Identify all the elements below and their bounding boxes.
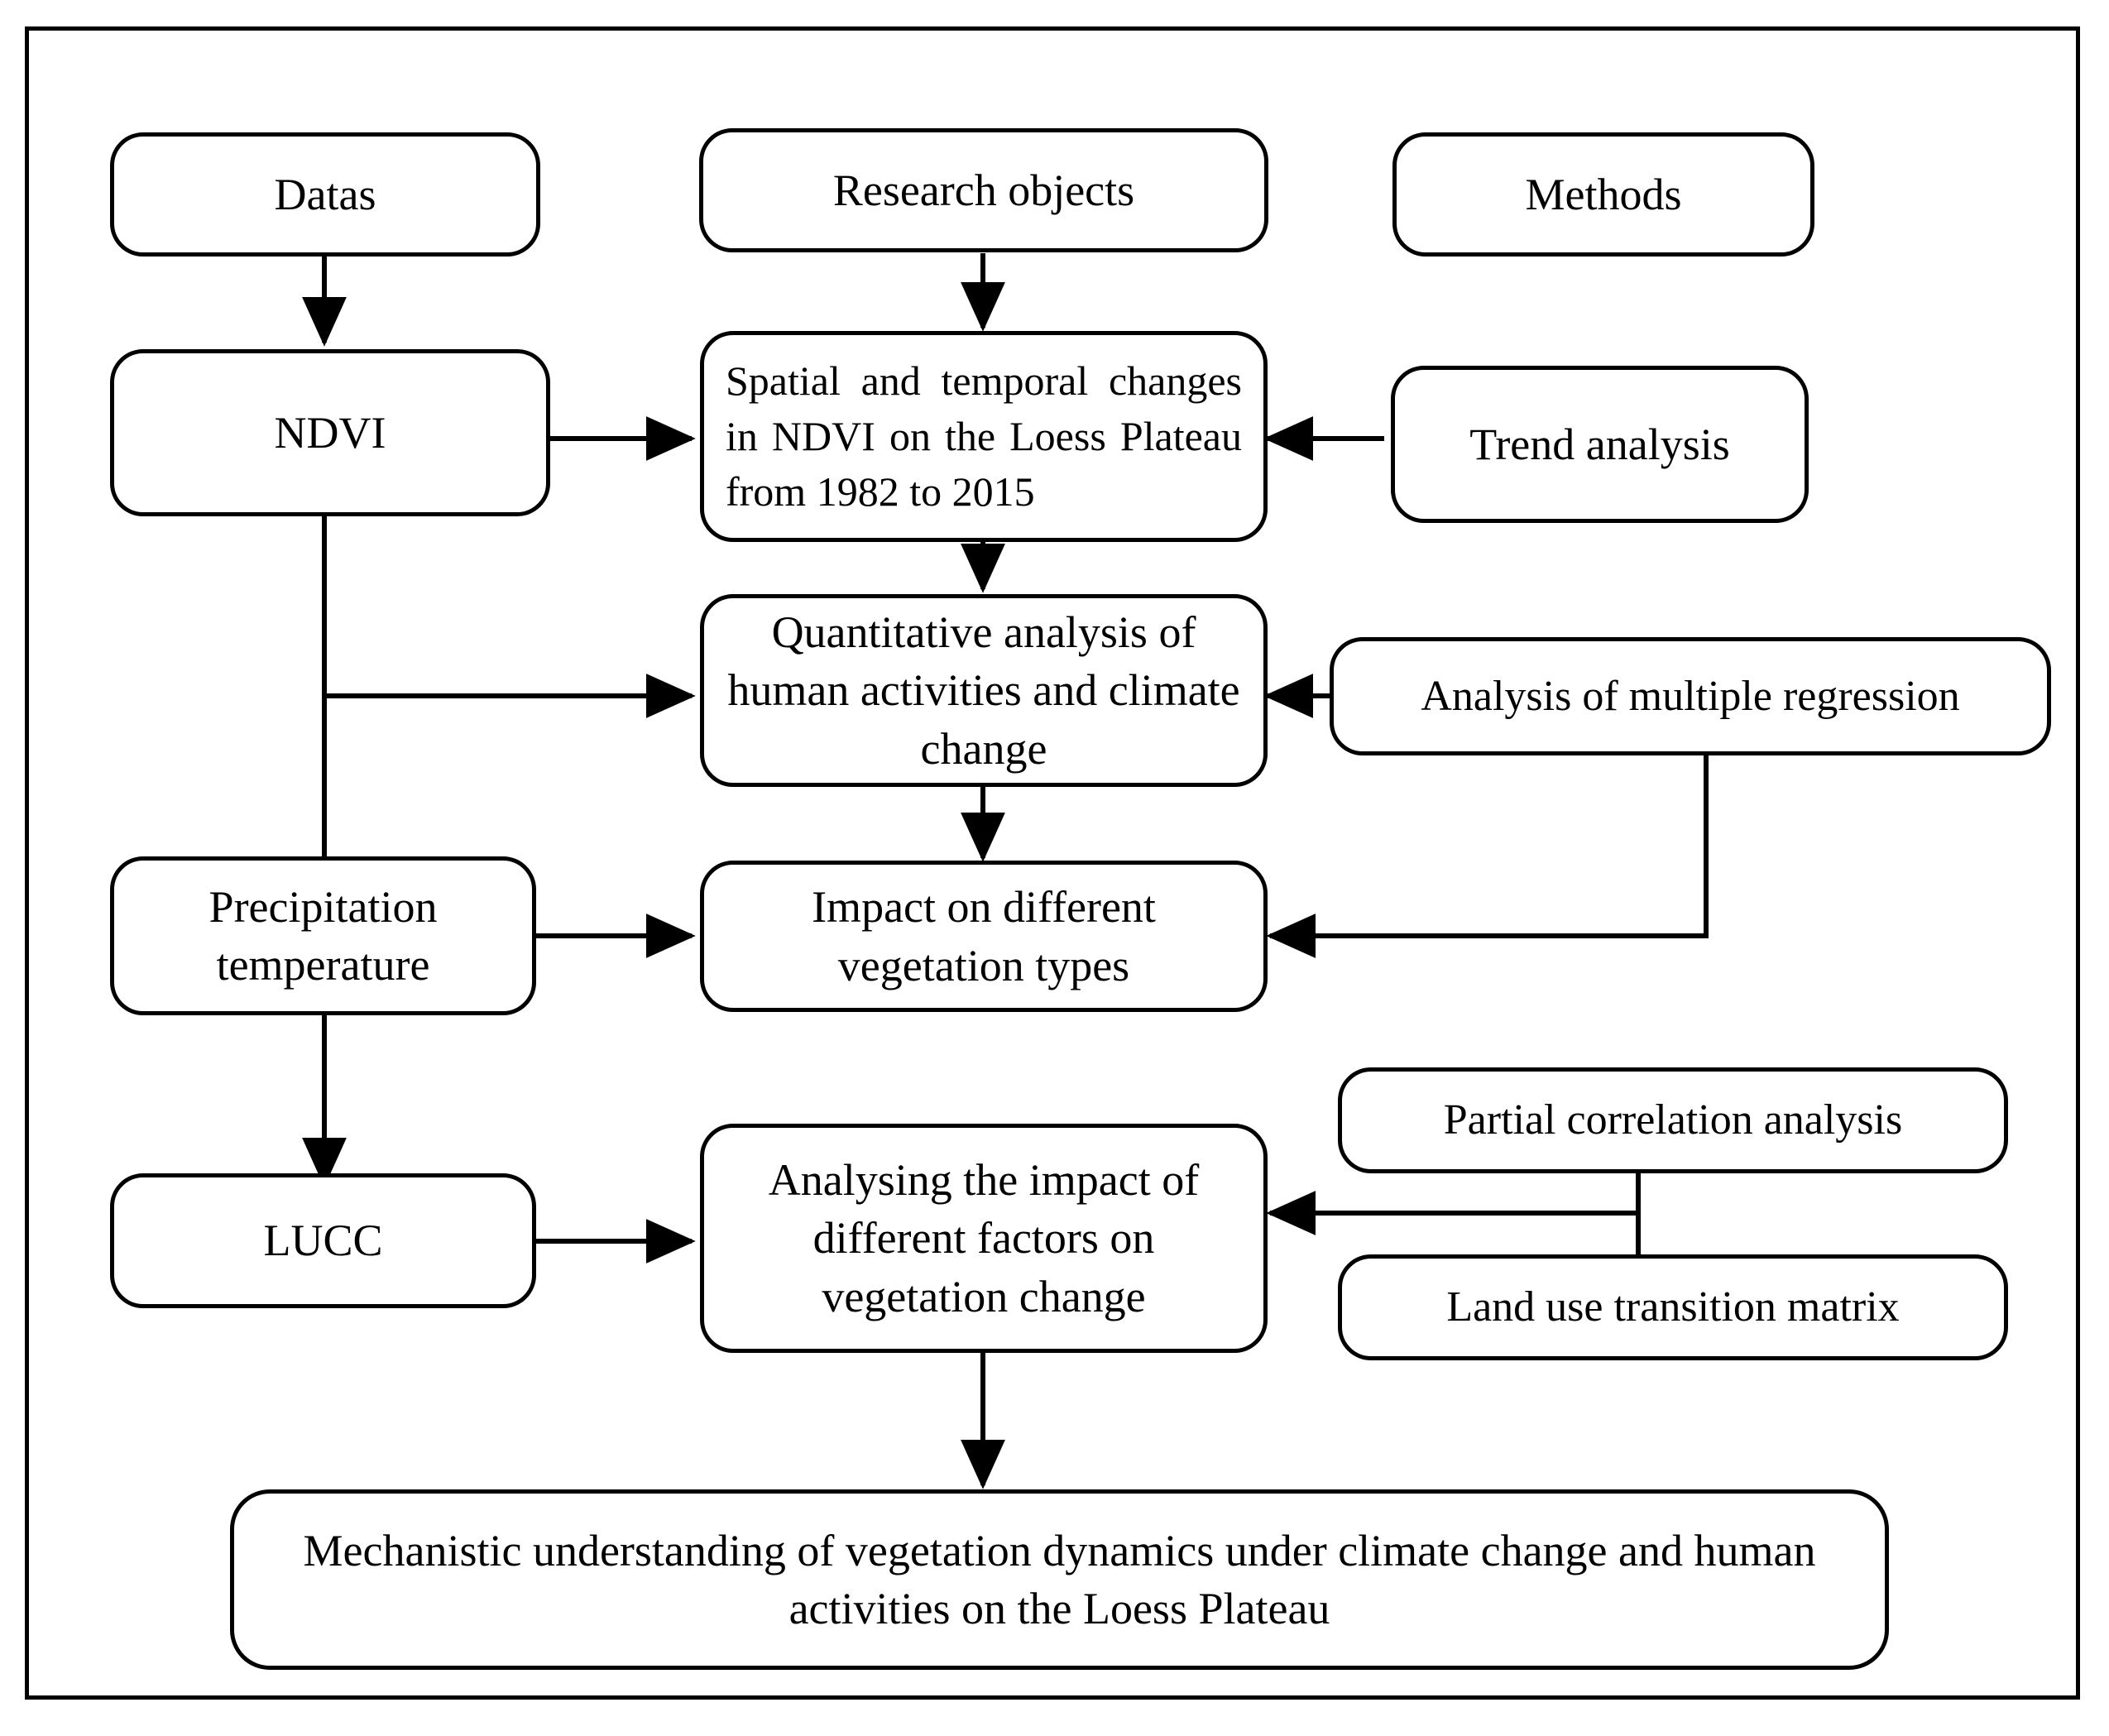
diagram-border: [25, 26, 2080, 1700]
node-impact-vegetation-types-label: Impact on different vegetation types: [812, 882, 1156, 990]
node-methods[interactable]: Methods: [1392, 132, 1814, 257]
node-multiple-regression-label: Analysis of multiple regression: [1421, 672, 1960, 720]
node-quantitative-analysis[interactable]: Quantitative analysis of human activitie…: [700, 594, 1268, 787]
node-ndvi[interactable]: NDVI: [110, 349, 550, 516]
node-spatial-temporal-label: Spatial and temporal changes in NDVI on …: [726, 357, 1242, 515]
node-precipitation-temperature-label: Precipitation temperature: [209, 881, 438, 990]
node-lucc-label: LUCC: [263, 1216, 383, 1266]
node-trend-analysis[interactable]: Trend analysis: [1391, 366, 1809, 523]
node-conclusion[interactable]: Mechanistic understanding of vegetation …: [230, 1489, 1889, 1670]
node-multiple-regression[interactable]: Analysis of multiple regression: [1330, 637, 2051, 755]
node-research-objects[interactable]: Research objects: [699, 128, 1268, 252]
node-ndvi-label: NDVI: [274, 407, 386, 458]
node-lucc[interactable]: LUCC: [110, 1173, 536, 1308]
node-datas[interactable]: Datas: [110, 132, 540, 257]
node-partial-correlation-analysis-label: Partial correlation analysis: [1443, 1096, 1903, 1144]
node-trend-analysis-label: Trend analysis: [1469, 419, 1730, 469]
node-partial-correlation-analysis[interactable]: Partial correlation analysis: [1338, 1067, 2008, 1173]
node-conclusion-label: Mechanistic understanding of vegetation …: [303, 1525, 1816, 1633]
node-precipitation-temperature[interactable]: Precipitation temperature: [110, 856, 536, 1015]
node-datas-label: Datas: [274, 169, 376, 219]
node-research-objects-label: Research objects: [832, 165, 1135, 215]
node-analysing-impact[interactable]: Analysing the impact of different factor…: [700, 1124, 1268, 1353]
node-analysing-impact-label: Analysing the impact of different factor…: [768, 1155, 1200, 1321]
node-spatial-temporal[interactable]: Spatial and temporal changes in NDVI on …: [700, 331, 1268, 542]
node-land-use-transition-matrix[interactable]: Land use transition matrix: [1338, 1254, 2008, 1360]
node-land-use-transition-matrix-label: Land use transition matrix: [1446, 1283, 1900, 1331]
node-impact-vegetation-types[interactable]: Impact on different vegetation types: [700, 861, 1268, 1012]
node-quantitative-analysis-label: Quantitative analysis of human activitie…: [727, 607, 1240, 774]
node-methods-label: Methods: [1525, 169, 1682, 219]
